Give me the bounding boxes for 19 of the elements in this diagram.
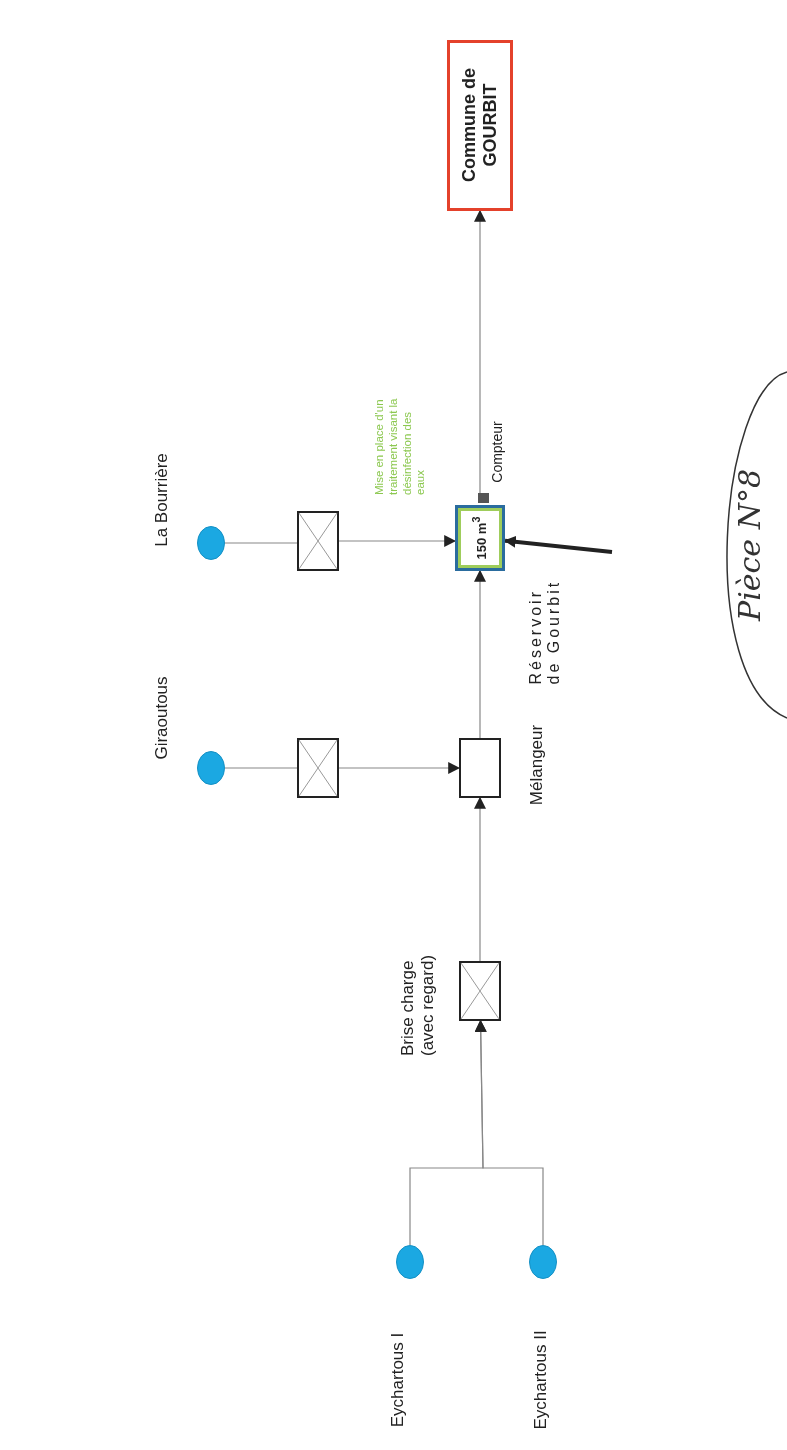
flow-arrow xyxy=(474,569,486,739)
source-label: Eychartous II xyxy=(531,1330,551,1430)
destination-label: Commune de GOURBIT xyxy=(459,67,501,184)
handwritten-note: Pièce N°8 xyxy=(732,469,768,621)
source-label: La Bourrière xyxy=(152,453,172,547)
meter-label: Compteur xyxy=(488,421,506,483)
flow-arrow xyxy=(338,762,461,774)
pipe-line xyxy=(224,767,298,769)
node-label: Brise charge (avec regard) xyxy=(398,953,438,1056)
reservoir-name: Réservoir de Gourbit xyxy=(526,578,563,685)
flow-arrow xyxy=(474,796,486,962)
source-label: Eychartous I xyxy=(388,1332,408,1428)
flow-arrow xyxy=(338,535,457,547)
pointer-arrow xyxy=(503,535,613,554)
source-label: Giraoutous xyxy=(152,676,172,760)
node-label: Mélangeur xyxy=(527,724,547,806)
pipe-line xyxy=(224,542,298,544)
flow-arrow xyxy=(474,209,486,494)
flow-arrow xyxy=(474,1019,544,1246)
